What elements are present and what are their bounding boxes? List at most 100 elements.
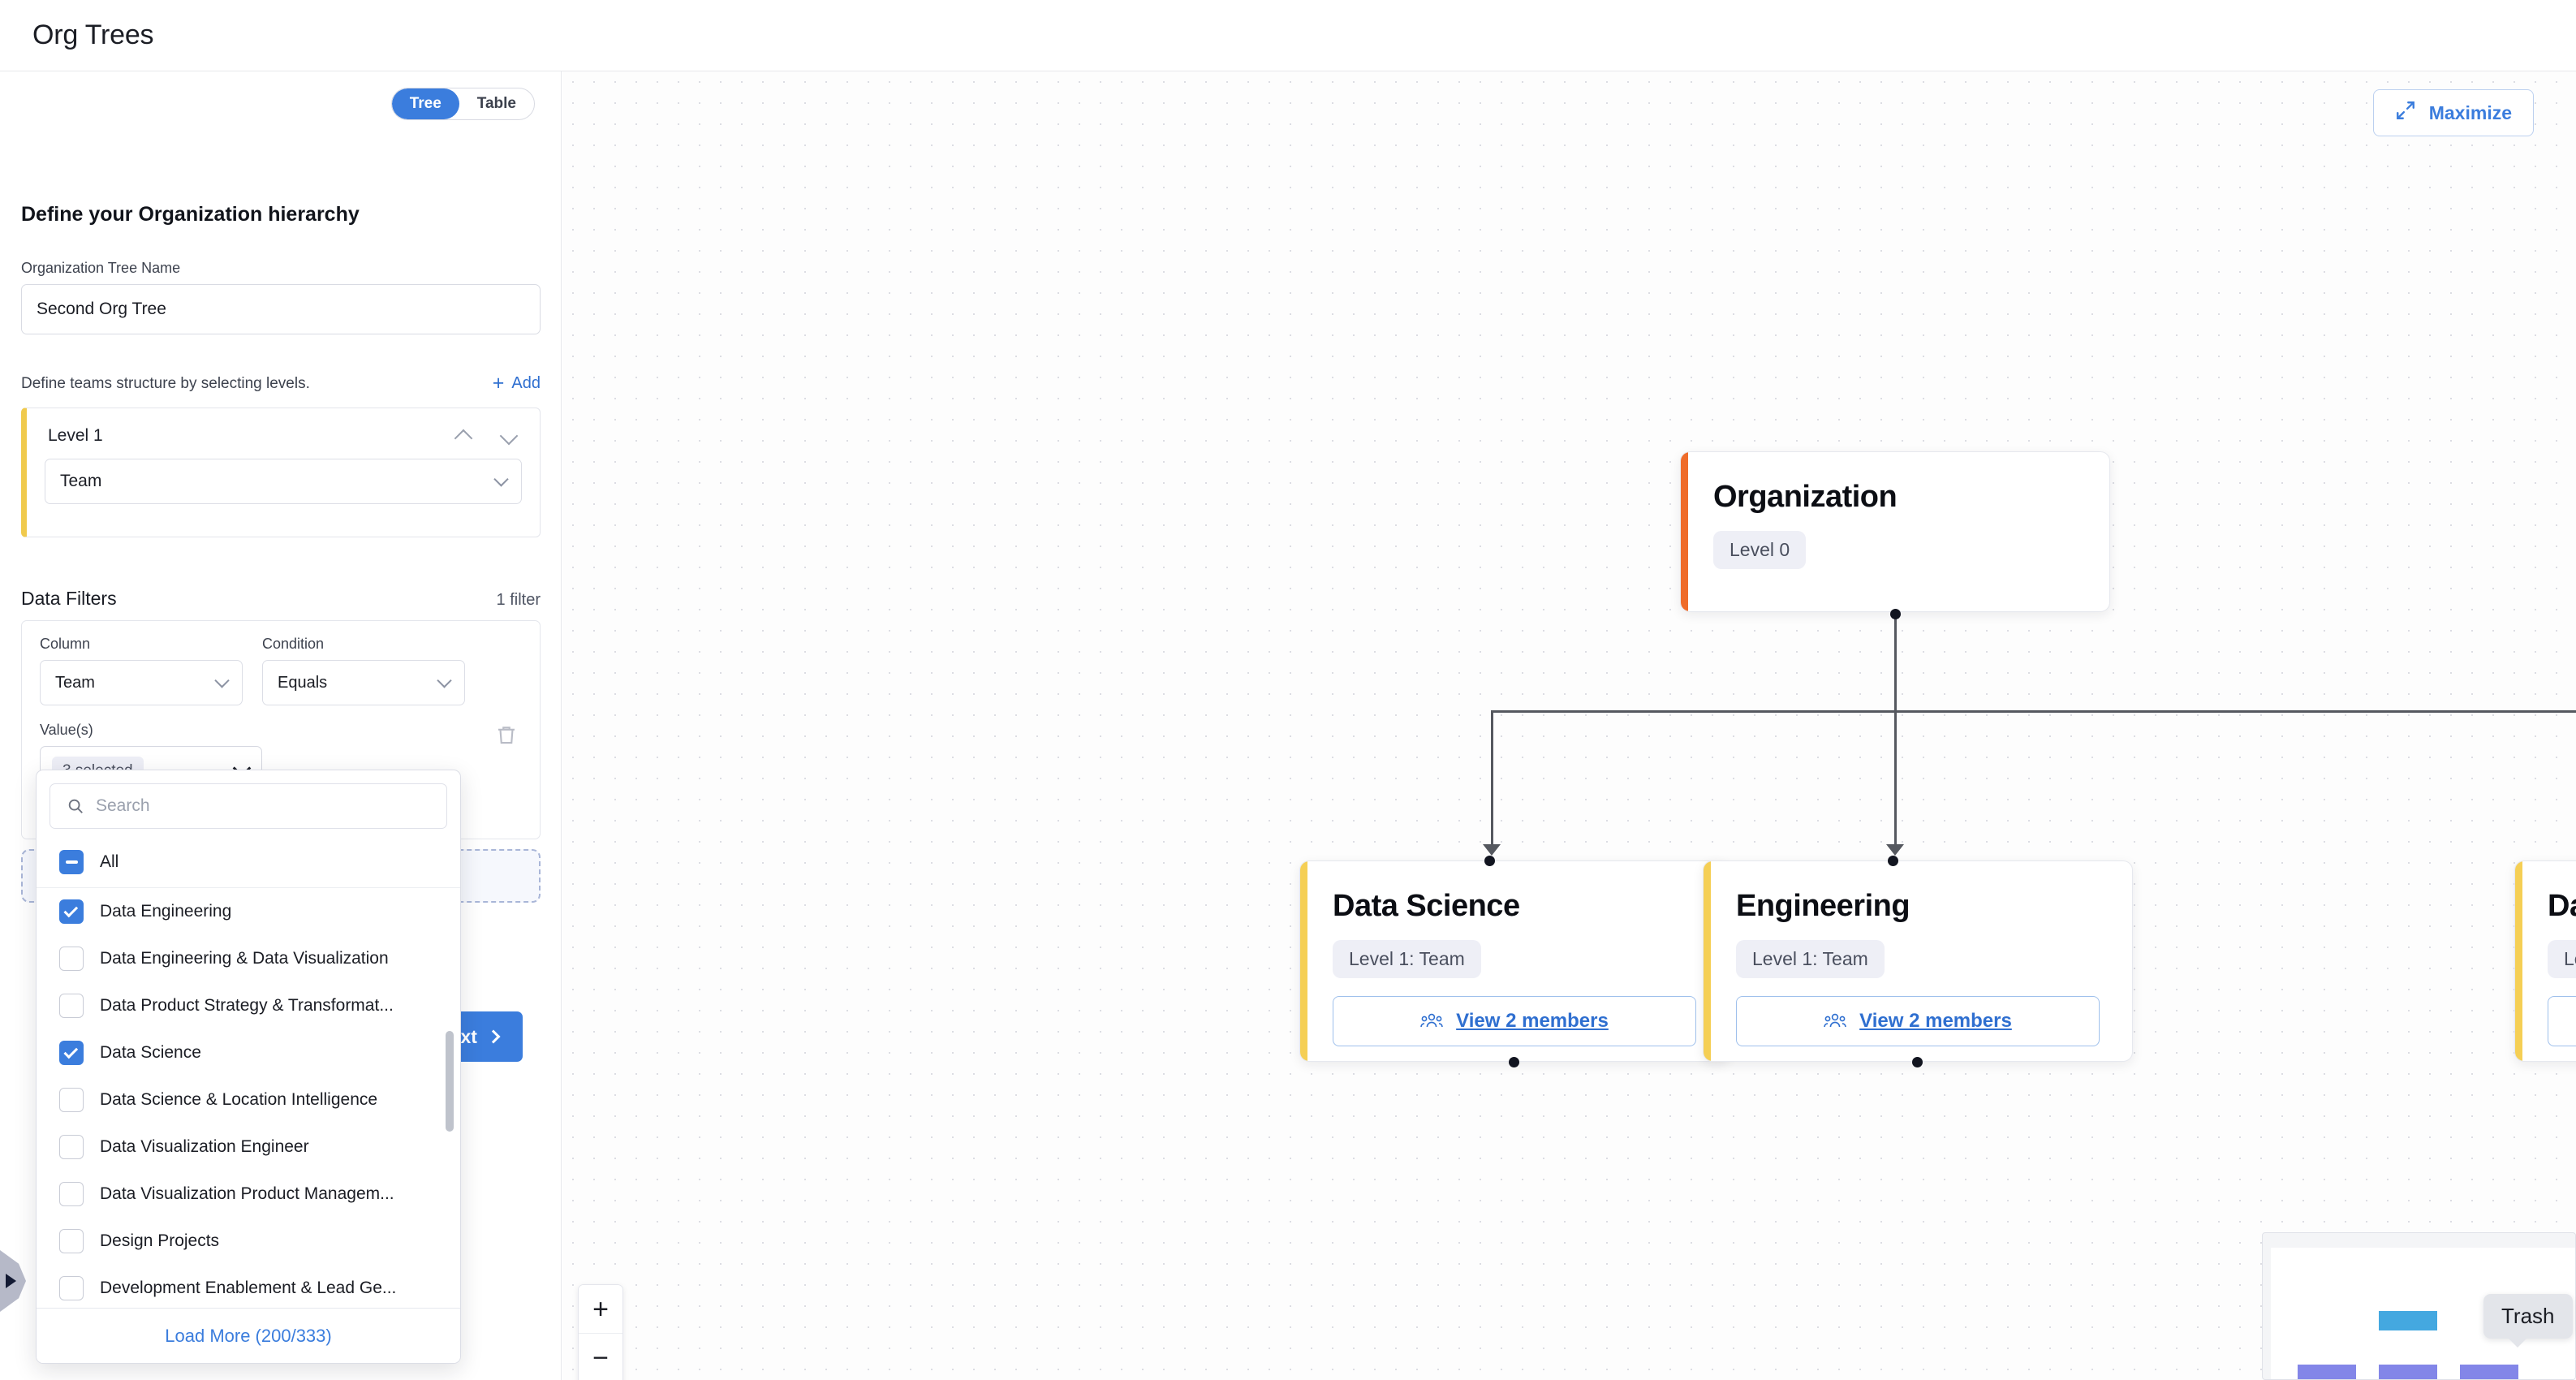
delete-filter-icon[interactable]: [494, 722, 519, 752]
level-title: Level 1: [48, 426, 103, 445]
list-item[interactable]: Data Product Strategy & Transformat...: [37, 982, 460, 1029]
dropdown-item-all[interactable]: All: [37, 840, 460, 888]
node-accent-bar: [2515, 861, 2522, 1061]
list-item[interactable]: Design Projects: [37, 1218, 460, 1265]
list-item-label: Design Projects: [100, 1231, 220, 1250]
minimap-node-child: [2298, 1365, 2356, 1379]
checkbox[interactable]: [59, 1276, 84, 1300]
node-level-badge: Level 1: Team: [1333, 940, 1481, 978]
tree-node-data-science[interactable]: Data Science Level 1: Team View 2 member…: [1299, 860, 1730, 1062]
list-item-label: Data Engineering: [100, 902, 232, 921]
view-members-button[interactable]: View 1 members: [2548, 996, 2576, 1046]
dropdown-list: Data Engineering Data Engineering & Data…: [37, 888, 460, 1308]
zoom-controls: + −: [578, 1284, 623, 1380]
node-anchor-dot: [1484, 856, 1495, 866]
checkbox[interactable]: [59, 947, 84, 971]
node-anchor-dot: [1890, 609, 1901, 619]
list-item[interactable]: Data Engineering & Data Visualization: [37, 935, 460, 982]
view-members-label: View 2 members: [1859, 1010, 2012, 1032]
tree-node-root[interactable]: Organization Level 0: [1680, 451, 2110, 612]
maximize-button[interactable]: Maximize: [2372, 89, 2534, 136]
minimap-node-child: [2460, 1365, 2518, 1379]
chevron-up-icon[interactable]: [455, 430, 473, 442]
list-item-label: Data Engineering & Data Visualization: [100, 949, 389, 968]
checkbox[interactable]: [59, 1135, 84, 1159]
list-item[interactable]: Data Science: [37, 1029, 460, 1076]
checkbox[interactable]: [59, 1088, 84, 1112]
trash-tooltip: Trash: [2483, 1294, 2573, 1348]
edge-horizontal: [1491, 710, 2576, 713]
filter-condition-label: Condition: [262, 636, 325, 652]
dropdown-scrollbar[interactable]: [446, 1031, 454, 1132]
node-anchor-dot: [1509, 1057, 1519, 1067]
top-bar: Org Trees: [0, 0, 2576, 71]
filter-condition-select[interactable]: Equals: [262, 660, 465, 705]
people-icon: [1824, 1011, 1846, 1032]
level-type-select[interactable]: Team: [45, 459, 522, 504]
level-card: Level 1 Team: [21, 408, 541, 537]
checkbox-all[interactable]: [59, 850, 84, 874]
arrow-icon: [1483, 844, 1501, 856]
chevron-down-icon: [493, 472, 509, 487]
node-accent-bar: [1300, 861, 1307, 1061]
view-members-label: View 2 members: [1456, 1010, 1609, 1032]
org-name-label: Organization Tree Name: [21, 260, 181, 276]
people-icon: [1420, 1011, 1443, 1032]
filter-values-label: Value(s): [40, 722, 93, 738]
checkbox[interactable]: [59, 1182, 84, 1206]
tree-canvas[interactable]: Maximize Organization Level 0 Data Scien…: [562, 71, 2576, 1380]
chevron-right-icon: [486, 1029, 501, 1044]
list-item-label: Development Enablement & Lead Ge...: [100, 1279, 397, 1297]
zoom-in-button[interactable]: +: [579, 1285, 622, 1334]
filter-condition-group: Condition Equals: [262, 636, 465, 705]
tab-table[interactable]: Table: [459, 88, 534, 119]
node-title: Data Engineering: [2548, 889, 2576, 923]
node-anchor-dot: [1912, 1057, 1923, 1067]
level-type-value: Team: [60, 472, 102, 490]
edge-branch-left: [1491, 710, 1493, 848]
list-item[interactable]: Data Visualization Product Managem...: [37, 1171, 460, 1218]
filter-column-select[interactable]: Team: [40, 660, 243, 705]
dropdown-search-input[interactable]: [96, 784, 446, 828]
node-title: Engineering: [1736, 889, 1910, 923]
checkbox[interactable]: [59, 899, 84, 924]
values-dropdown: All Data Engineering Data Engineering & …: [36, 770, 461, 1364]
zoom-out-button[interactable]: −: [579, 1334, 622, 1380]
list-item[interactable]: Development Enablement & Lead Ge...: [37, 1265, 460, 1308]
add-level-label: Add: [511, 374, 541, 392]
load-more-button[interactable]: Load More (200/333): [37, 1308, 460, 1363]
checkbox[interactable]: [59, 994, 84, 1018]
node-title: Organization: [1713, 480, 1898, 514]
checkbox[interactable]: [59, 1041, 84, 1065]
filters-count: 1 filter: [496, 591, 541, 609]
list-item-label: Data Science & Location Intelligence: [100, 1090, 378, 1109]
tree-node-data-engineering[interactable]: Data Engineering Level 1: Team View 1 me…: [2514, 860, 2576, 1062]
list-item-label: Data Visualization Engineer: [100, 1137, 309, 1156]
list-item[interactable]: Data Engineering: [37, 888, 460, 935]
filter-column-label: Column: [40, 636, 91, 652]
checkbox[interactable]: [59, 1229, 84, 1253]
node-anchor-dot: [1888, 856, 1898, 866]
filter-column-value: Team: [55, 673, 95, 692]
list-item-label: Data Product Strategy & Transformat...: [100, 996, 394, 1015]
add-level-button[interactable]: + Add: [493, 373, 541, 394]
page-title: Org Trees: [32, 19, 154, 50]
view-members-button[interactable]: View 2 members: [1736, 996, 2100, 1046]
org-name-input[interactable]: [21, 284, 541, 334]
node-accent-bar: [1704, 861, 1711, 1061]
tab-tree[interactable]: Tree: [391, 88, 459, 119]
chevron-down-icon[interactable]: [501, 430, 519, 442]
define-levels-row: Define teams structure by selecting leve…: [21, 373, 541, 394]
view-members-button[interactable]: View 2 members: [1333, 996, 1696, 1046]
filter-condition-value: Equals: [278, 673, 328, 692]
node-level-badge: Level 1: Team: [2548, 940, 2576, 978]
edge-branch-center: [1894, 710, 1897, 848]
list-item[interactable]: Data Visualization Engineer: [37, 1123, 460, 1171]
plus-icon: +: [492, 372, 505, 395]
list-item[interactable]: Data Science & Location Intelligence: [37, 1076, 460, 1123]
arrow-icon: [1886, 844, 1904, 856]
dropdown-all-label: All: [100, 852, 119, 871]
tree-node-engineering[interactable]: Engineering Level 1: Team View 2 members: [1703, 860, 2133, 1062]
expand-icon: [2395, 100, 2416, 126]
